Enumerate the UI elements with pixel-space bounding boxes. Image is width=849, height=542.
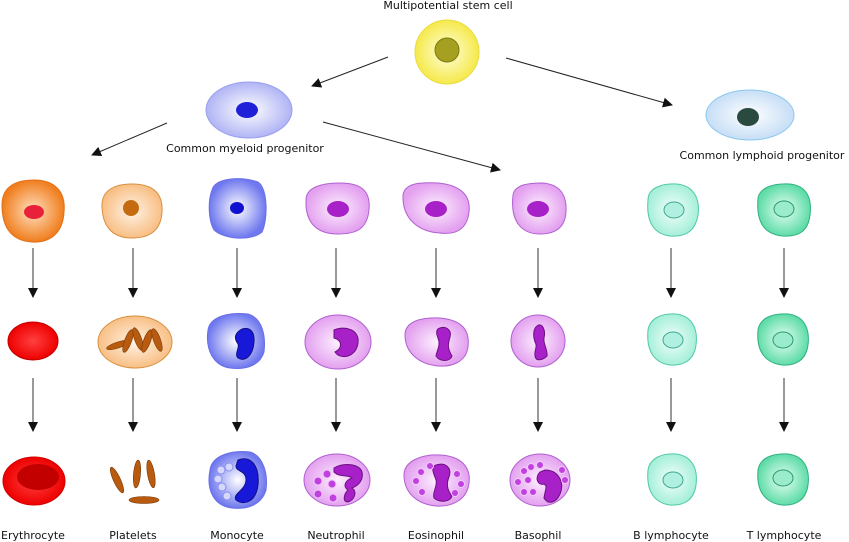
cell-label: Platelets [109,529,157,542]
cell-label: Neutrophil [307,529,364,542]
erythrocyte-cell [2,456,66,506]
stem-cell [414,19,480,85]
basophil-cell [509,453,571,507]
cell-label: T lymphocyte [746,529,822,542]
erythrocyte-reticulocyte [7,321,59,361]
monoblast [206,313,265,369]
lymphoid-progenitor-label: Common lymphoid progenitor [680,149,845,162]
monocyte-cell [208,451,267,509]
monocyte-precursor [208,178,267,239]
progenitor-arrows [91,56,673,173]
cell-label: Monocyte [210,529,264,542]
cell-label: Eosinophil [408,529,464,542]
b-lymphoblast [647,313,697,366]
neutrophil-myelocyte [304,314,372,370]
cell-label: B lymphocyte [633,529,709,542]
eosinophil-precursor [402,182,470,234]
basophil-precursor [512,182,567,235]
erythrocyte-precursor [1,179,65,243]
b-lymphocyte-precursor [647,183,699,237]
neutrophil-precursor [305,182,370,235]
stem-cell-label: Multipotential stem cell [383,0,512,12]
neutrophil-cell [303,453,371,507]
cell-label: Basophil [515,529,562,542]
megakaryocyte [97,315,173,369]
t-lymphocyte-precursor [757,183,811,237]
basophil-myelocyte [510,314,566,368]
t-lymphocyte-cell [757,453,809,506]
lineage-arrows [28,248,789,432]
t-lymphoblast [757,313,809,366]
b-lymphocyte-cell [647,453,697,506]
eosinophil-myelocyte [404,317,469,367]
platelet-precursor [101,183,163,239]
myeloid-progenitor-cell [205,81,293,139]
myeloid-progenitor-label: Common myeloid progenitor [166,142,324,155]
cell-label: Erythrocyte [1,529,65,542]
platelets-cell [109,459,160,504]
eosinophil-cell [403,454,470,507]
lymphoid-progenitor-cell [705,89,795,141]
